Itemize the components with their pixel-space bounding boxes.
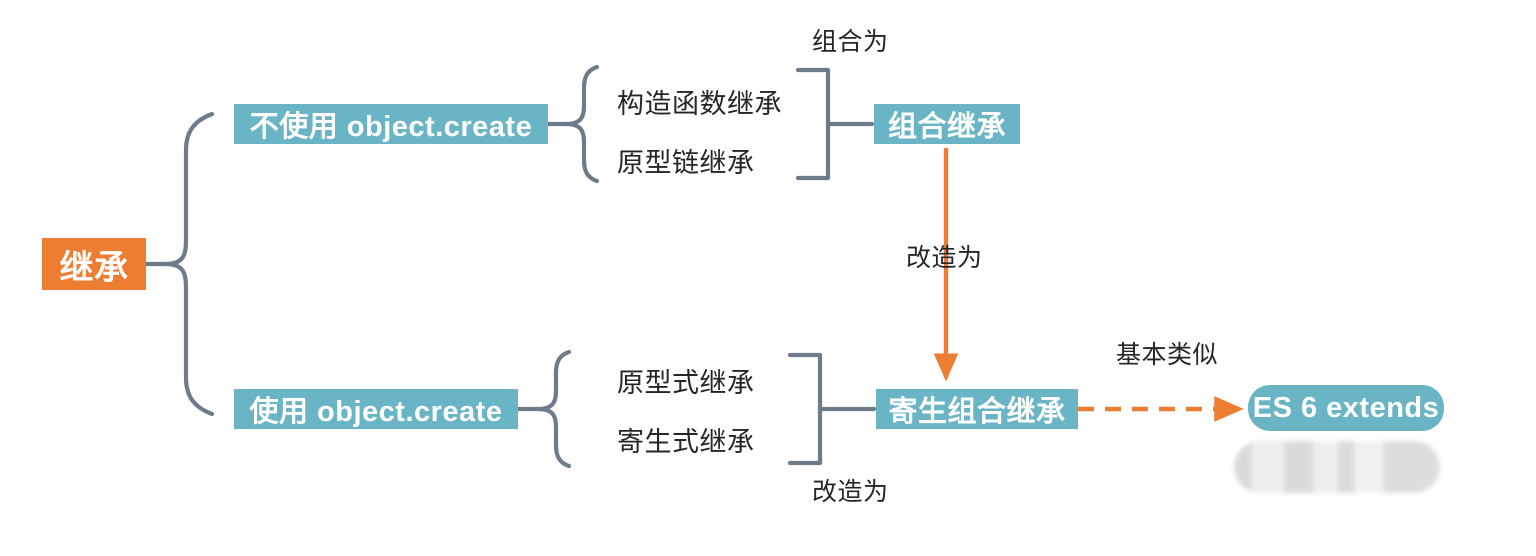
edge-label-transformed-into-bottom: 改造为: [812, 478, 889, 506]
root-brace: [143, 111, 215, 417]
lower-result-bracket: [787, 352, 877, 466]
leaf-constructor-inheritance[interactable]: 构造函数继承: [617, 89, 782, 119]
result-node-parasitic-combination-inheritance[interactable]: 寄生组合继承: [876, 389, 1078, 429]
upper-leaf-brace: [545, 64, 600, 184]
final-node-es6-extends[interactable]: ES 6 extends: [1248, 385, 1444, 431]
root-node[interactable]: 继承: [42, 238, 146, 290]
leaf-parasitic-inheritance[interactable]: 寄生式继承: [617, 427, 755, 457]
edge-label-transformed-into: 改造为: [906, 244, 983, 272]
result-node-combination-inheritance[interactable]: 组合继承: [874, 104, 1020, 144]
branch-node-no-object-create[interactable]: 不使用 object.create: [234, 104, 548, 144]
branch-node-use-object-create[interactable]: 使用 object.create: [234, 389, 518, 429]
blurred-watermark-pill: [1234, 441, 1440, 493]
edge-label-basically-similar: 基本类似: [1116, 341, 1219, 369]
upper-result-bracket: [795, 67, 875, 181]
lower-leaf-brace: [515, 349, 572, 469]
leaf-prototype-chain-inheritance[interactable]: 原型链继承: [617, 148, 755, 178]
leaf-prototypal-inheritance[interactable]: 原型式继承: [617, 368, 755, 398]
edge-label-combined-as: 组合为: [812, 28, 889, 56]
